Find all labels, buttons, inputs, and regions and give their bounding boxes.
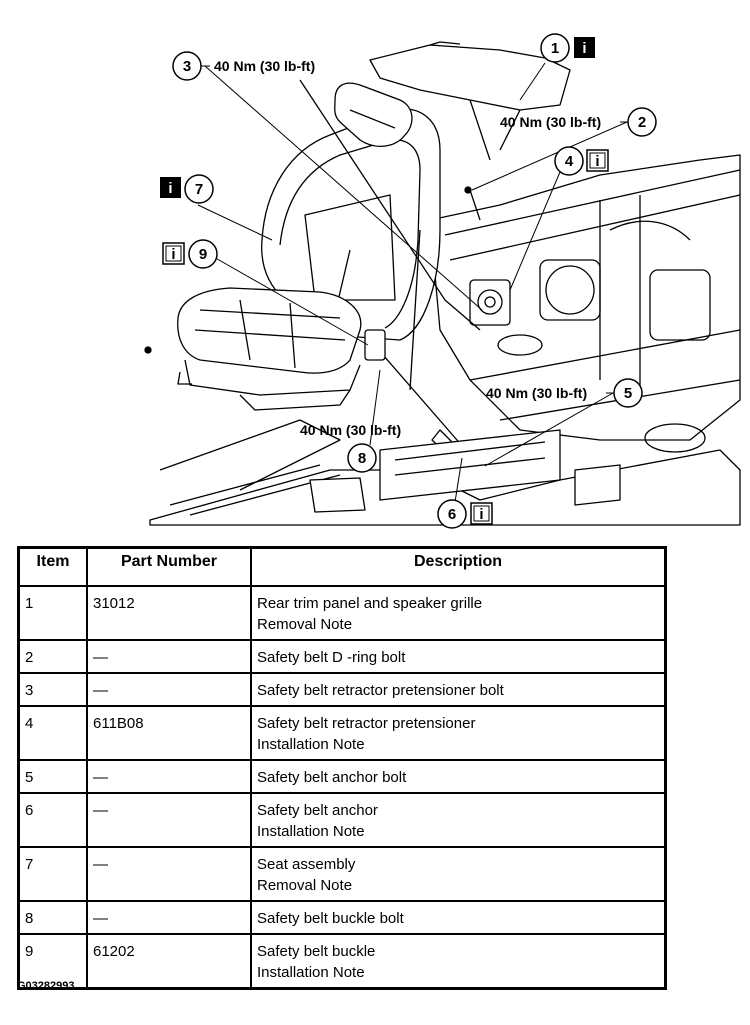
description-line: Safety belt buckle: [257, 943, 376, 960]
table-row: 1 31012 Rear trim panel and speaker gril…: [17, 585, 667, 641]
callout-9-number: 9: [199, 246, 207, 263]
part-number-cell: —: [86, 846, 252, 902]
item-cell: 1: [17, 585, 88, 641]
description-cell: Safety belt anchor Installation Note: [250, 792, 667, 848]
description-cell: Rear trim panel and speaker grille Remov…: [250, 585, 667, 641]
part-number-cell: —: [86, 900, 252, 935]
callout-3: 3 40 Nm (30 lb-ft): [172, 51, 315, 81]
description-line: Safety belt anchor: [257, 802, 378, 819]
callout-7-number: 7: [195, 181, 203, 198]
callout-4-number: 4: [565, 153, 574, 170]
note-link[interactable]: Installation Note: [257, 964, 365, 981]
description-cell: Safety belt retractor pretensioner Insta…: [250, 705, 667, 761]
info-icon-glyph: i: [582, 40, 586, 57]
callout-2-torque: 40 Nm (30 lb-ft): [500, 114, 601, 130]
description-cell: Safety belt retractor pretensioner bolt: [250, 672, 667, 707]
callout-5: 40 Nm (30 lb-ft) 5: [486, 378, 643, 408]
description-line: Seat assembly: [257, 856, 356, 873]
item-cell: 3: [17, 672, 88, 707]
description-line: Safety belt buckle bolt: [257, 910, 404, 927]
callout-3-torque: 40 Nm (30 lb-ft): [214, 58, 315, 74]
description-cell: Safety belt anchor bolt: [250, 759, 667, 794]
figure-id: G03282993: [17, 980, 75, 992]
note-link[interactable]: Installation Note: [257, 736, 365, 753]
callout-3-number: 3: [183, 58, 191, 75]
item-cell: 4: [17, 705, 88, 761]
info-icon-glyph: i: [171, 246, 175, 263]
callout-1-number: 1: [551, 40, 559, 57]
callout-7: i 7: [160, 174, 214, 204]
item-cell: 9: [17, 933, 88, 990]
description-cell: Seat assembly Removal Note: [250, 846, 667, 902]
info-icon: [162, 242, 185, 265]
callout-4: 4 i: [554, 146, 609, 176]
note-link[interactable]: Installation Note: [257, 823, 365, 840]
column-header-description: Description: [250, 546, 667, 587]
table-row: 9 61202 Safety belt buckle Installation …: [17, 933, 667, 990]
info-icon-glyph: i: [168, 180, 172, 197]
description-line: Rear trim panel and speaker grille: [257, 595, 483, 612]
description-cell: Safety belt buckle Installation Note: [250, 933, 667, 990]
callout-9: i 9: [162, 239, 218, 269]
table-row: 4 611B08 Safety belt retractor pretensio…: [17, 705, 667, 761]
note-link[interactable]: Removal Note: [257, 616, 353, 633]
info-icon-glyph: i: [479, 506, 483, 523]
part-number-cell: 61202: [86, 933, 252, 990]
callout-6: 6 i: [437, 499, 493, 529]
info-icon: [574, 37, 595, 58]
table-row: 5 — Safety belt anchor bolt: [17, 759, 667, 794]
part-number-cell: —: [86, 672, 252, 707]
callout-5-number: 5: [624, 385, 632, 402]
description-cell: Safety belt buckle bolt: [250, 900, 667, 935]
callout-5-torque: 40 Nm (30 lb-ft): [486, 385, 587, 401]
note-link[interactable]: Removal Note: [257, 877, 353, 894]
callout-8-number: 8: [358, 450, 366, 467]
description-line: Safety belt retractor pretensioner: [257, 715, 476, 732]
info-icon: [160, 177, 181, 198]
callout-1: 1 i: [540, 33, 595, 63]
info-icon: [586, 149, 609, 172]
part-number-cell: —: [86, 639, 252, 674]
item-cell: 7: [17, 846, 88, 902]
part-number-cell: —: [86, 759, 252, 794]
description-line: Safety belt D -ring bolt: [257, 649, 406, 666]
description-cell: Safety belt D -ring bolt: [250, 639, 667, 674]
table-row: 7 — Seat assembly Removal Note: [17, 846, 667, 902]
table-row: 3 — Safety belt retractor pretensioner b…: [17, 672, 667, 707]
line-art: [144, 41, 741, 526]
description-line: Safety belt anchor bolt: [257, 769, 407, 786]
callout-8: 40 Nm (30 lb-ft) 8: [300, 422, 401, 473]
table-row: 2 — Safety belt D -ring bolt: [17, 639, 667, 674]
callout-6-number: 6: [448, 506, 456, 523]
info-icon: [470, 502, 493, 525]
exploded-view-diagram: [144, 41, 741, 526]
column-header-item: Item: [17, 546, 88, 587]
table-row: 8 — Safety belt buckle bolt: [17, 900, 667, 935]
column-header-part-number: Part Number: [86, 546, 252, 587]
table-header-row: Item Part Number Description: [17, 546, 667, 587]
item-cell: 8: [17, 900, 88, 935]
part-number-cell: 611B08: [86, 705, 252, 761]
item-cell: 2: [17, 639, 88, 674]
info-icon-glyph: i: [595, 153, 599, 170]
part-number-cell: 31012: [86, 585, 252, 641]
part-number-cell: —: [86, 792, 252, 848]
callout-2-number: 2: [638, 114, 646, 131]
description-line: Safety belt retractor pretensioner bolt: [257, 682, 504, 699]
item-cell: 6: [17, 792, 88, 848]
table-row: 6 — Safety belt anchor Installation Note: [17, 792, 667, 848]
callout-layer: 1 i 40 Nm (30 lb-ft) 2 3 40 Nm (30 lb-ft…: [160, 33, 657, 529]
item-cell: 5: [17, 759, 88, 794]
callout-8-torque: 40 Nm (30 lb-ft): [300, 422, 401, 438]
parts-table: Item Part Number Description 1 31012 Rea…: [17, 546, 667, 990]
leader-lines: [197, 62, 628, 503]
callout-2: 40 Nm (30 lb-ft) 2: [500, 107, 657, 137]
